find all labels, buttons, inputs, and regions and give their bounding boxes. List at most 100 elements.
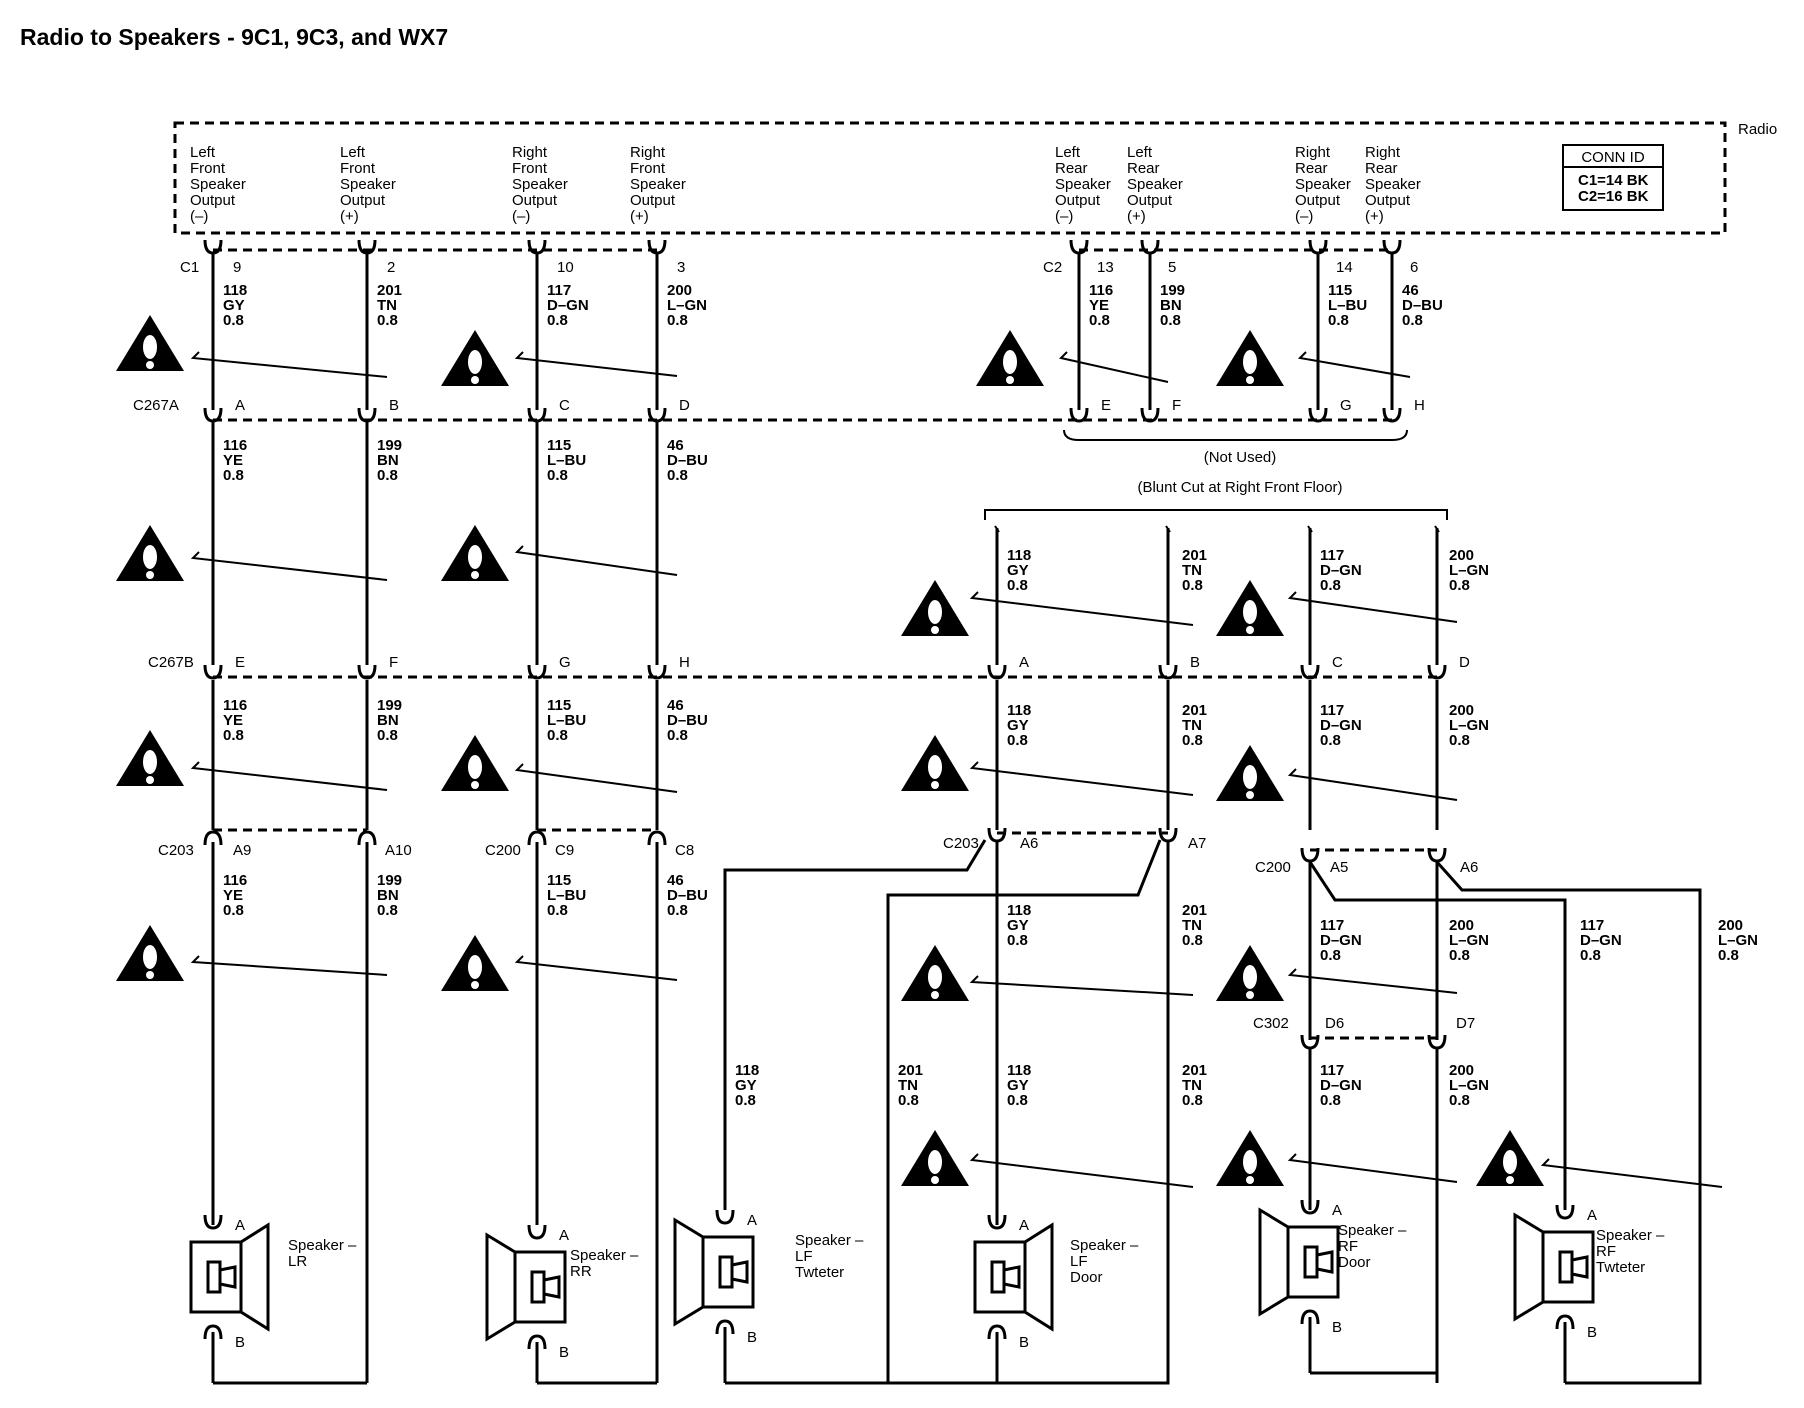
pin-label: A [1019,654,1029,671]
pin-label: H [1414,397,1425,414]
pin-label: A [1019,1217,1029,1234]
warning-dot [146,971,154,979]
pin-label: C8 [675,842,694,859]
pin-label: A9 [233,842,251,859]
speaker-horn [1023,1222,1054,1332]
speaker-icon [485,1232,567,1342]
speaker-horn [673,1217,705,1327]
warning-dot [471,781,479,789]
warning-dot [471,376,479,384]
warning-triangle-icon [1216,745,1284,801]
blunt-cut-brace [984,509,1448,520]
connector-terminal-icon [1300,1309,1320,1325]
warning-mark [143,545,157,569]
speaker-icon [1513,1212,1595,1322]
connector-terminal-icon [715,1209,735,1225]
pin-label: B [389,397,399,414]
speaker-icon [189,1222,270,1332]
connector-terminal-icon [357,830,377,846]
warning-triangle-icon [1476,1130,1544,1186]
warning-triangle-icon [1216,580,1284,636]
connector-terminal-icon [1158,827,1178,843]
connector-terminal-icon [987,1214,1007,1230]
warning-mark [1503,1150,1517,1174]
warning-mark [1243,1150,1257,1174]
pin-label: D [1459,654,1470,671]
pin-label: A10 [385,842,412,859]
pin-label: A [1587,1207,1597,1224]
connector-c267a: C267A [133,397,179,414]
pin-label: 5 [1168,259,1176,276]
wire-lf-tweeter-a [723,839,987,1210]
radio-box [173,121,1727,235]
pin-label: B [559,1344,569,1361]
warning-mark [1243,765,1257,789]
connector-c302: C302 [1253,1015,1289,1032]
pin-label: 9 [233,259,241,276]
warning-mark [143,945,157,969]
speaker-icon [1258,1207,1340,1317]
connector-terminal-icon [1555,1314,1575,1330]
connector-terminal-icon [715,1319,735,1335]
pin-label: E [235,654,245,671]
pin-label: 3 [677,259,685,276]
warning-dot [1246,376,1254,384]
speaker-magnet [1558,1250,1574,1284]
blunt-cut-mark [1434,525,1440,533]
warning-dot [1246,626,1254,634]
warning-triangle-icon [901,1130,969,1186]
warning-mark [928,965,942,989]
warning-triangle-icon [116,730,184,786]
connector-c267b: C267B [148,654,194,671]
twisted-pair-line [969,975,1194,996]
warning-dot [1006,376,1014,384]
pin-label: 10 [557,259,574,276]
warning-triangle-icon [116,525,184,581]
conn-id-box [1562,144,1664,211]
warning-mark [1003,350,1017,374]
connector-c1: C1 [180,259,199,276]
pin-label: B [1587,1324,1597,1341]
warning-dot [931,1176,939,1184]
pin-label: A5 [1330,859,1348,876]
not-used-brace [1063,429,1408,441]
twisted-pair-line [1287,768,1458,801]
warning-mark [468,755,482,779]
pin-label: A [1332,1202,1342,1219]
pin-label: F [389,654,398,671]
blunt-cut-mark [1165,525,1171,533]
connector-terminal-icon [1069,407,1089,423]
warning-mark [143,750,157,774]
warning-mark [468,545,482,569]
connector-terminal-icon [1300,1199,1320,1215]
speaker-magnet [206,1260,222,1294]
connector-c203-right: C203 [943,835,979,852]
pin-label: A6 [1020,835,1038,852]
warning-triangle-icon [1216,945,1284,1001]
speaker-horn [239,1222,270,1332]
twisted-pair-line [190,551,388,581]
twisted-pair-line [1297,351,1411,378]
speaker-horn [1258,1207,1290,1317]
